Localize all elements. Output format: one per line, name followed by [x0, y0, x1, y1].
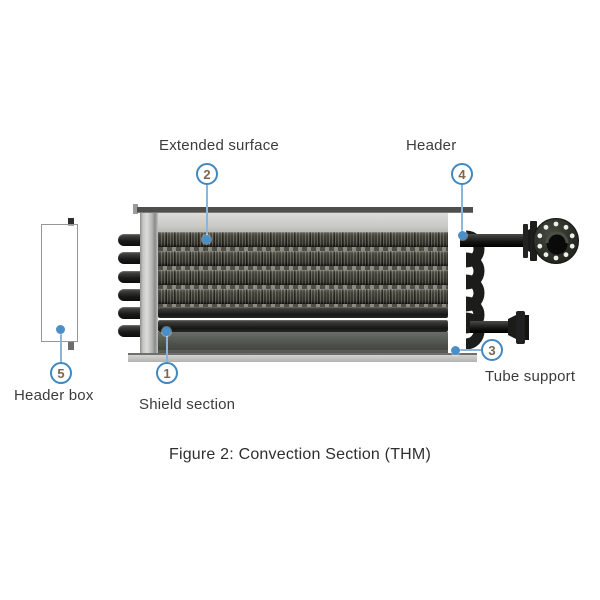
shield-tube: [158, 307, 448, 318]
callout-dot-2: [202, 235, 211, 244]
leader-line-5: [60, 331, 62, 362]
tube-row-gap: [158, 304, 448, 308]
lower-flange-rim: [525, 315, 529, 340]
leader-line-4: [461, 185, 463, 233]
leader-line-1: [166, 333, 168, 362]
header-box-panel: [41, 224, 78, 342]
lower-pipe: [470, 321, 508, 333]
callout-circle-3: 3: [481, 339, 503, 361]
stub-tube: [118, 271, 146, 283]
header-piping-graphic: [460, 218, 579, 350]
stub-tube: [118, 234, 146, 246]
callout-circle-1: 1: [156, 362, 178, 384]
figure-caption: Figure 2: Convection Section (THM): [168, 446, 431, 463]
casing-bottom-plenum: [158, 332, 448, 353]
lower-flange-plate: [516, 311, 525, 344]
label-header-box: Header box: [14, 387, 94, 404]
casing-bottom-rail: [128, 353, 477, 362]
callout-circle-5: 5: [50, 362, 72, 384]
callout-circle-2: 2: [196, 163, 218, 185]
callout-dot-3: [451, 346, 460, 355]
stub-tube: [118, 289, 146, 301]
flange-bore: [546, 233, 568, 255]
header-box-pin-top: [68, 218, 74, 226]
shield-tube: [158, 320, 448, 332]
label-tube-support: Tube support: [485, 368, 576, 385]
finned-tube-row: [158, 289, 448, 304]
finned-tube-row: [158, 232, 448, 247]
flange-bolt-holes: [537, 221, 575, 261]
casing-top-plenum: [158, 213, 448, 232]
leader-line-2: [206, 185, 208, 237]
tube-row-gap: [158, 266, 448, 270]
stub-tube: [118, 307, 146, 319]
finned-tube-row: [158, 251, 448, 266]
callout-dot-4: [458, 231, 467, 240]
label-extended-surface: Extended surface: [159, 137, 279, 154]
label-shield-section: Shield section: [139, 396, 236, 413]
label-header: Header: [406, 137, 457, 154]
lower-pipe-taper: [508, 315, 516, 339]
casing-top-lip: [133, 204, 138, 214]
callout-circle-4: 4: [451, 163, 473, 185]
stub-tube: [118, 325, 146, 337]
flange-plate: [523, 224, 528, 258]
tube-row-gap: [158, 247, 448, 251]
stub-tube: [118, 252, 146, 264]
callout-dot-5: [56, 325, 65, 334]
casing-left-wall: [140, 213, 158, 355]
tube-row-gap: [158, 285, 448, 289]
casing-roof: [137, 207, 473, 213]
finned-tube-row: [158, 270, 448, 285]
header-box-pin-bottom: [68, 341, 74, 350]
flange-bore-highlight: [545, 231, 569, 244]
callout-dot-1: [162, 327, 171, 336]
leader-line-3: [457, 349, 481, 351]
header-pipe: [460, 234, 524, 247]
